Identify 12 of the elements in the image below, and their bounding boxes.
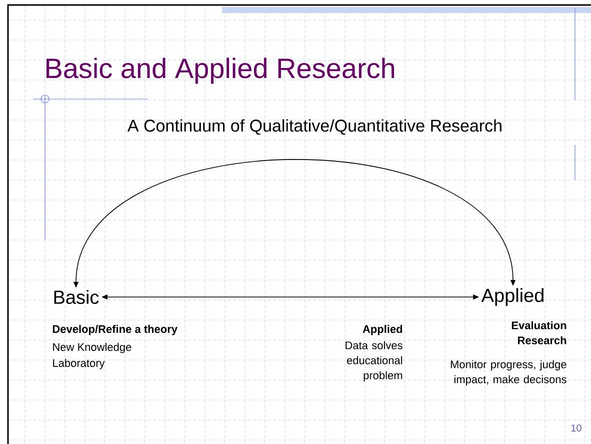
term-label: Basic [54, 290, 99, 304]
description-text: Monitor progress, judge impact, make decisons [450, 360, 566, 386]
description-heading: Applied [362, 324, 402, 336]
description-text: New Knowledge [53, 342, 132, 354]
description-heading: Develop/Refine a theory [52, 324, 178, 336]
term-label: Applied [481, 288, 544, 306]
description-text: Data solves educational problem [346, 341, 402, 382]
description-text: Laboratory [53, 358, 105, 370]
page-number: 10 [571, 424, 582, 432]
description-heading: Evaluation Research [512, 321, 566, 344]
slide-title: Basic and Applied Research [46, 58, 394, 84]
subtitle: A Continuum of Qualitative/Quantitative Research [127, 119, 502, 135]
